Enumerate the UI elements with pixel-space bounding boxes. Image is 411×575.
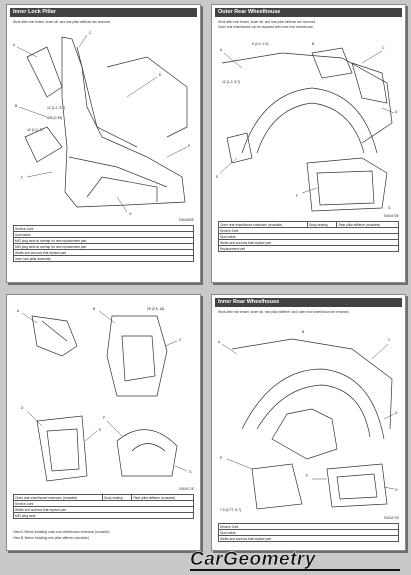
torque-label: 10 (1.0, 7) [27,128,42,132]
page-title: Inner Lock Pillar [10,8,197,17]
legend-table: Outer rear wheelhouse extension (reusabl… [217,221,399,252]
torque-label: 25 (2.5, 18) [147,307,164,311]
callout-e: E [220,456,223,460]
figure-reference: SIIA0471E [178,487,194,491]
watermark-logo: CarGeometry [190,549,316,570]
table-row: Replacement part [218,245,399,252]
callout-f: F [296,194,298,198]
callout-g: G [129,212,132,216]
legend-table: Service Joint Spot welds Welds and ancho… [218,523,399,542]
intro-text: Work after rear fender, lower sill, and … [13,20,112,24]
manual-page-outer-rear-wheelhouse: Outer Rear Wheelhouse Work after rear fe… [211,4,406,283]
table-row: MIG plug weld [13,512,194,519]
torque-label: 12 (1.2, 8.7) [47,106,65,110]
dimension-label: A/B (0.39) [47,116,62,120]
figure-reference: SIIA0469E [178,218,194,222]
callout-d: D [159,73,162,77]
callout-c: C [89,31,92,35]
callout-a: A [220,48,223,52]
page-title: Outer Rear Wheelhouse [215,8,402,17]
callout-b: B [15,104,18,108]
figure-reference: SIIA0472E [383,516,399,520]
inner-wheelhouse-diagram: A B C D E F G 7.5 (0.77, 5.7) [218,330,398,512]
callout-d: D [395,110,398,114]
page-title: Inner Rear Wheelhouse [215,298,402,307]
table-row: Welds and anchors that replace part [218,535,399,542]
callout-c: C [179,338,182,342]
callout-b: B [93,307,96,311]
callout-c: C [382,46,385,50]
logo-underline [190,569,400,571]
intro-text: Work after rear fender, lower sill, rear… [218,310,350,314]
figure-reference: SIIA0470E [383,214,399,218]
callout-a: A [17,309,20,313]
callout-a: A [218,340,221,344]
manual-page-inner-rear-wheelhouse: Inner Rear Wheelhouse Work after rear fe… [211,294,406,551]
callout-f: F [306,474,308,478]
manual-page-inner-lock-pillar: Inner Lock Pillar Work after rear fender… [6,4,201,283]
callout-f: F [103,416,105,420]
callout-g: G [395,488,398,492]
table-row: Inner lock pillar assembly [13,255,194,262]
lock-pillar-diagram: A B C D E F G 12 (1.2, 8.7) A/B (0.39) 1… [13,31,191,216]
manual-page-continued: A B C D E F G 25 (2.5, 18) SIIA0471E Out… [6,294,201,551]
callout-c: C [388,338,391,342]
callout-d: D [21,406,24,410]
torque-label: 7.5 (0.77, 5.7) [220,508,241,512]
view-note: View B: Before installing rear pillar st… [13,536,89,540]
torque-label: 6 (0.4, 1.0) [252,42,268,46]
callout-e: E [99,428,102,432]
callout-a: A [13,43,16,47]
callout-g: G [388,206,391,210]
callout-e: E [216,175,219,179]
outer-wheelhouse-diagram: A B C D E F G 12 (1.2, 8.7) 6 (0.4, 1.0) [216,42,398,212]
callout-e: E [188,144,191,148]
view-note: View A: Before installing outer rear whe… [13,530,110,534]
callout-g: G [189,470,192,474]
legend-table: Outer rear wheelhouse extension (reusabl… [12,494,194,519]
intro-text: Work after rear fender, lower sill, and … [218,20,317,24]
callout-f: F [21,176,23,180]
callout-b: B [302,330,305,334]
legend-table: Service Joint Spot welds MIG plug weld a… [13,225,194,262]
callout-b: B [312,42,315,46]
views-diagram: A B C D E F G 25 (2.5, 18) [17,307,192,482]
callout-d: D [395,411,398,415]
torque-label: 12 (1.2, 8.7) [222,80,240,84]
intro-text: Outer rear wheelhouse can be replaced wi… [218,25,314,29]
